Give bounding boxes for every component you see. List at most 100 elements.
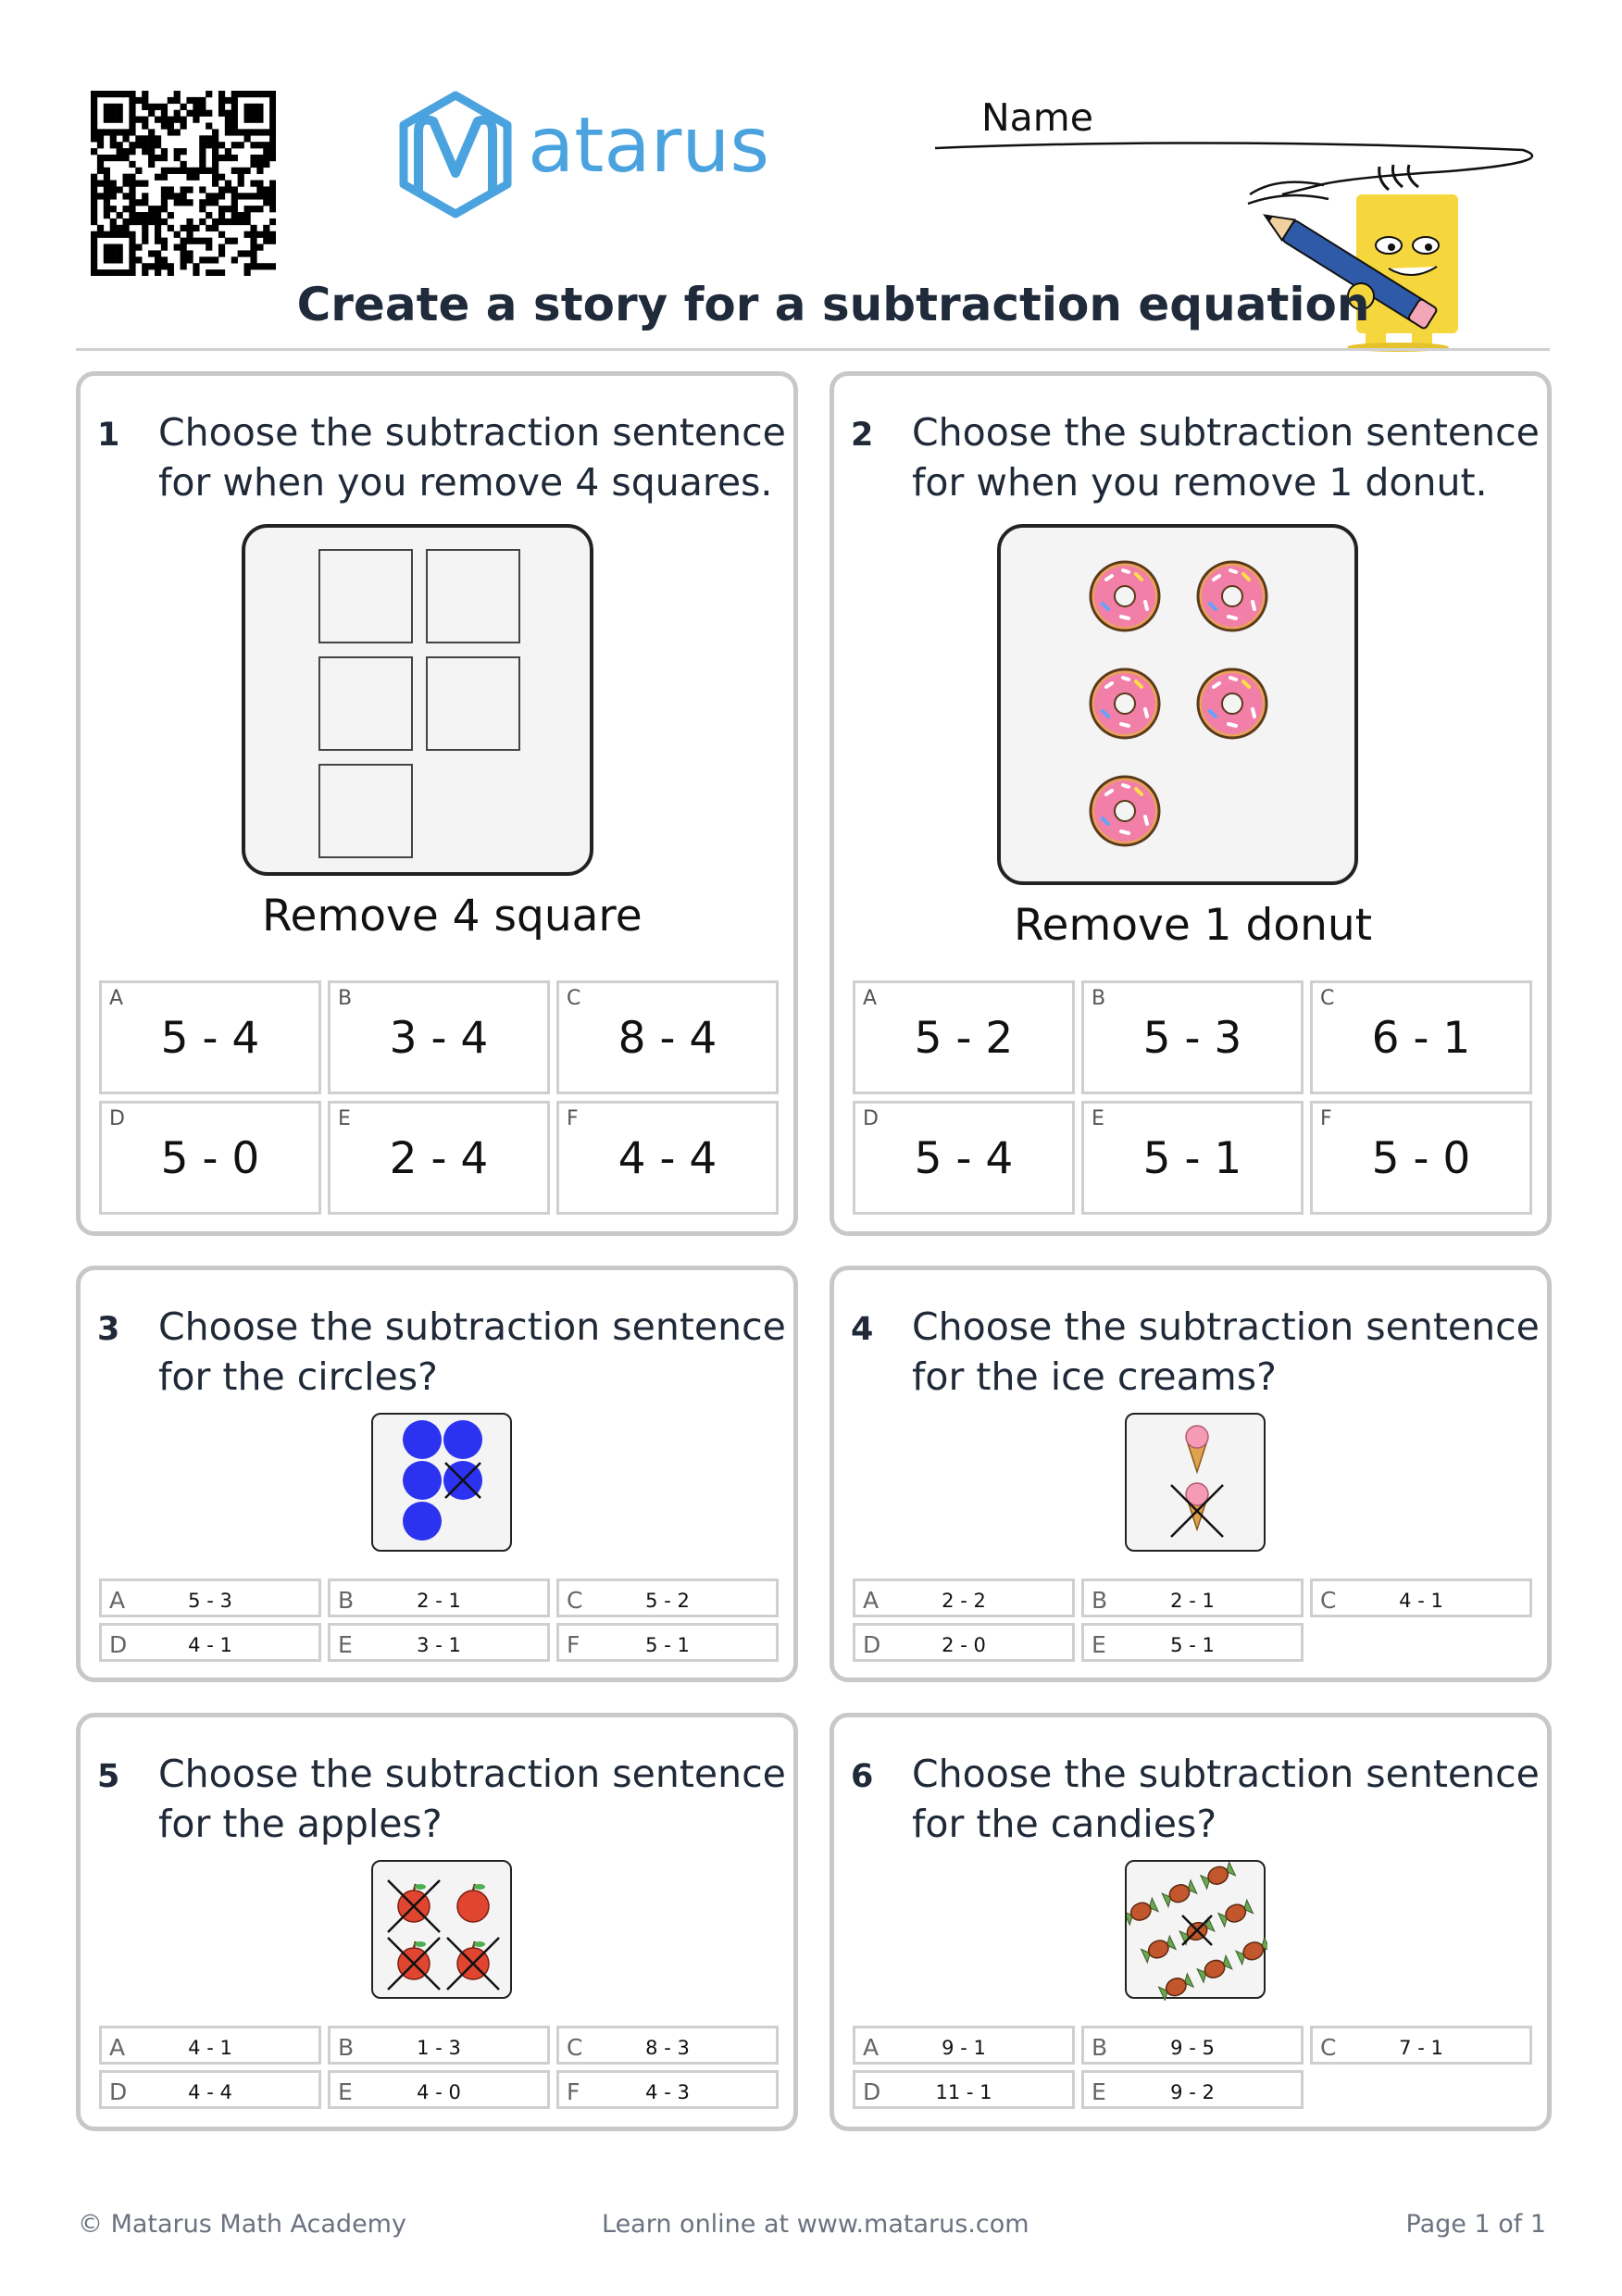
option-b[interactable]: B 2 - 1 [1081,1578,1304,1617]
option-value: 8 - 4 [618,1013,717,1064]
cross-out-mark [444,1462,481,1499]
ice-creams-picture [1125,1413,1266,1552]
question-number: 5 [97,1758,120,1795]
pencil-mascot [1247,164,1458,352]
question-line-1: Choose the subtraction sentence [912,1304,1540,1349]
candy-icons [1127,1862,1267,2001]
question-line-1: Choose the subtraction sentence [158,1752,786,1796]
option-letter: C [1320,2034,1337,2061]
question-line-2: for the ice creams? [912,1354,1277,1399]
question-number: 3 [97,1311,120,1348]
option-a[interactable]: A 9 - 1 [853,2026,1075,2065]
option-value: 4 - 4 [618,1133,717,1184]
option-value: 5 - 2 [914,1013,1014,1064]
option-value: 2 - 4 [389,1133,489,1184]
option-letter: C [1320,1587,1337,1614]
circle-icons [403,1420,482,1541]
page-title: Create a story for a subtraction equatio… [296,278,1370,331]
option-value: 11 - 1 [935,2081,992,2103]
option-value: 2 - 1 [1170,1590,1215,1612]
option-letter: A [863,2034,880,2061]
option-d[interactable]: D 4 - 4 [99,2070,321,2109]
option-value: 4 - 0 [417,2081,461,2103]
option-c[interactable]: C 8 - 4 [556,980,779,1094]
option-letter: A [863,1587,880,1614]
question-card-5: 5 Choose the subtraction sentence for the… [76,1713,798,2131]
option-value: 4 - 4 [188,2081,232,2103]
footer-copyright: © Matarus Math Academy [78,2210,406,2239]
option-value: 5 - 1 [645,1634,690,1656]
squares-picture [242,524,593,876]
logo-wordmark: atarus [528,102,769,190]
option-letter: F [1320,1107,1332,1130]
question-line-2: for when you remove 1 donut. [912,460,1488,505]
question-line-2: for when you remove 4 squares. [158,460,773,505]
option-value: 5 - 3 [1142,1013,1242,1064]
option-value: 7 - 1 [1399,2037,1443,2059]
header-divider [76,348,1550,351]
picture-caption: Remove 4 square [262,891,643,942]
question-line-2: for the apples? [158,1802,443,1846]
circles-picture [371,1413,512,1552]
option-letter: D [109,2078,128,2105]
qr-code [91,91,276,276]
option-letter: B [1092,1587,1108,1614]
question-card-4: 4 Choose the subtraction sentence for the… [830,1266,1552,1682]
matarus-logo: atarus [398,88,805,231]
option-value: 9 - 1 [942,2037,986,2059]
option-value: 3 - 1 [417,1634,461,1656]
question-text: Choose the subtraction sentence for the i… [912,1302,1540,1402]
ice-cream-icons [1170,1425,1224,1538]
option-letter: D [109,1107,125,1130]
option-letter: E [1092,1107,1104,1130]
option-value: 6 - 1 [1371,1013,1471,1064]
option-letter: C [567,987,581,1010]
option-letter: A [109,2034,126,2061]
option-letter: D [109,1631,128,1658]
option-c[interactable]: C 7 - 1 [1310,2026,1532,2065]
option-value: 5 - 3 [188,1590,232,1612]
question-number: 4 [851,1311,874,1348]
donuts-picture [997,524,1358,885]
candies-picture [1125,1860,1267,2001]
option-letter: E [1092,1631,1106,1658]
cross-out-mark [1170,1484,1224,1538]
question-line-1: Choose the subtraction sentence [912,1752,1540,1796]
option-value: 2 - 1 [417,1590,461,1612]
